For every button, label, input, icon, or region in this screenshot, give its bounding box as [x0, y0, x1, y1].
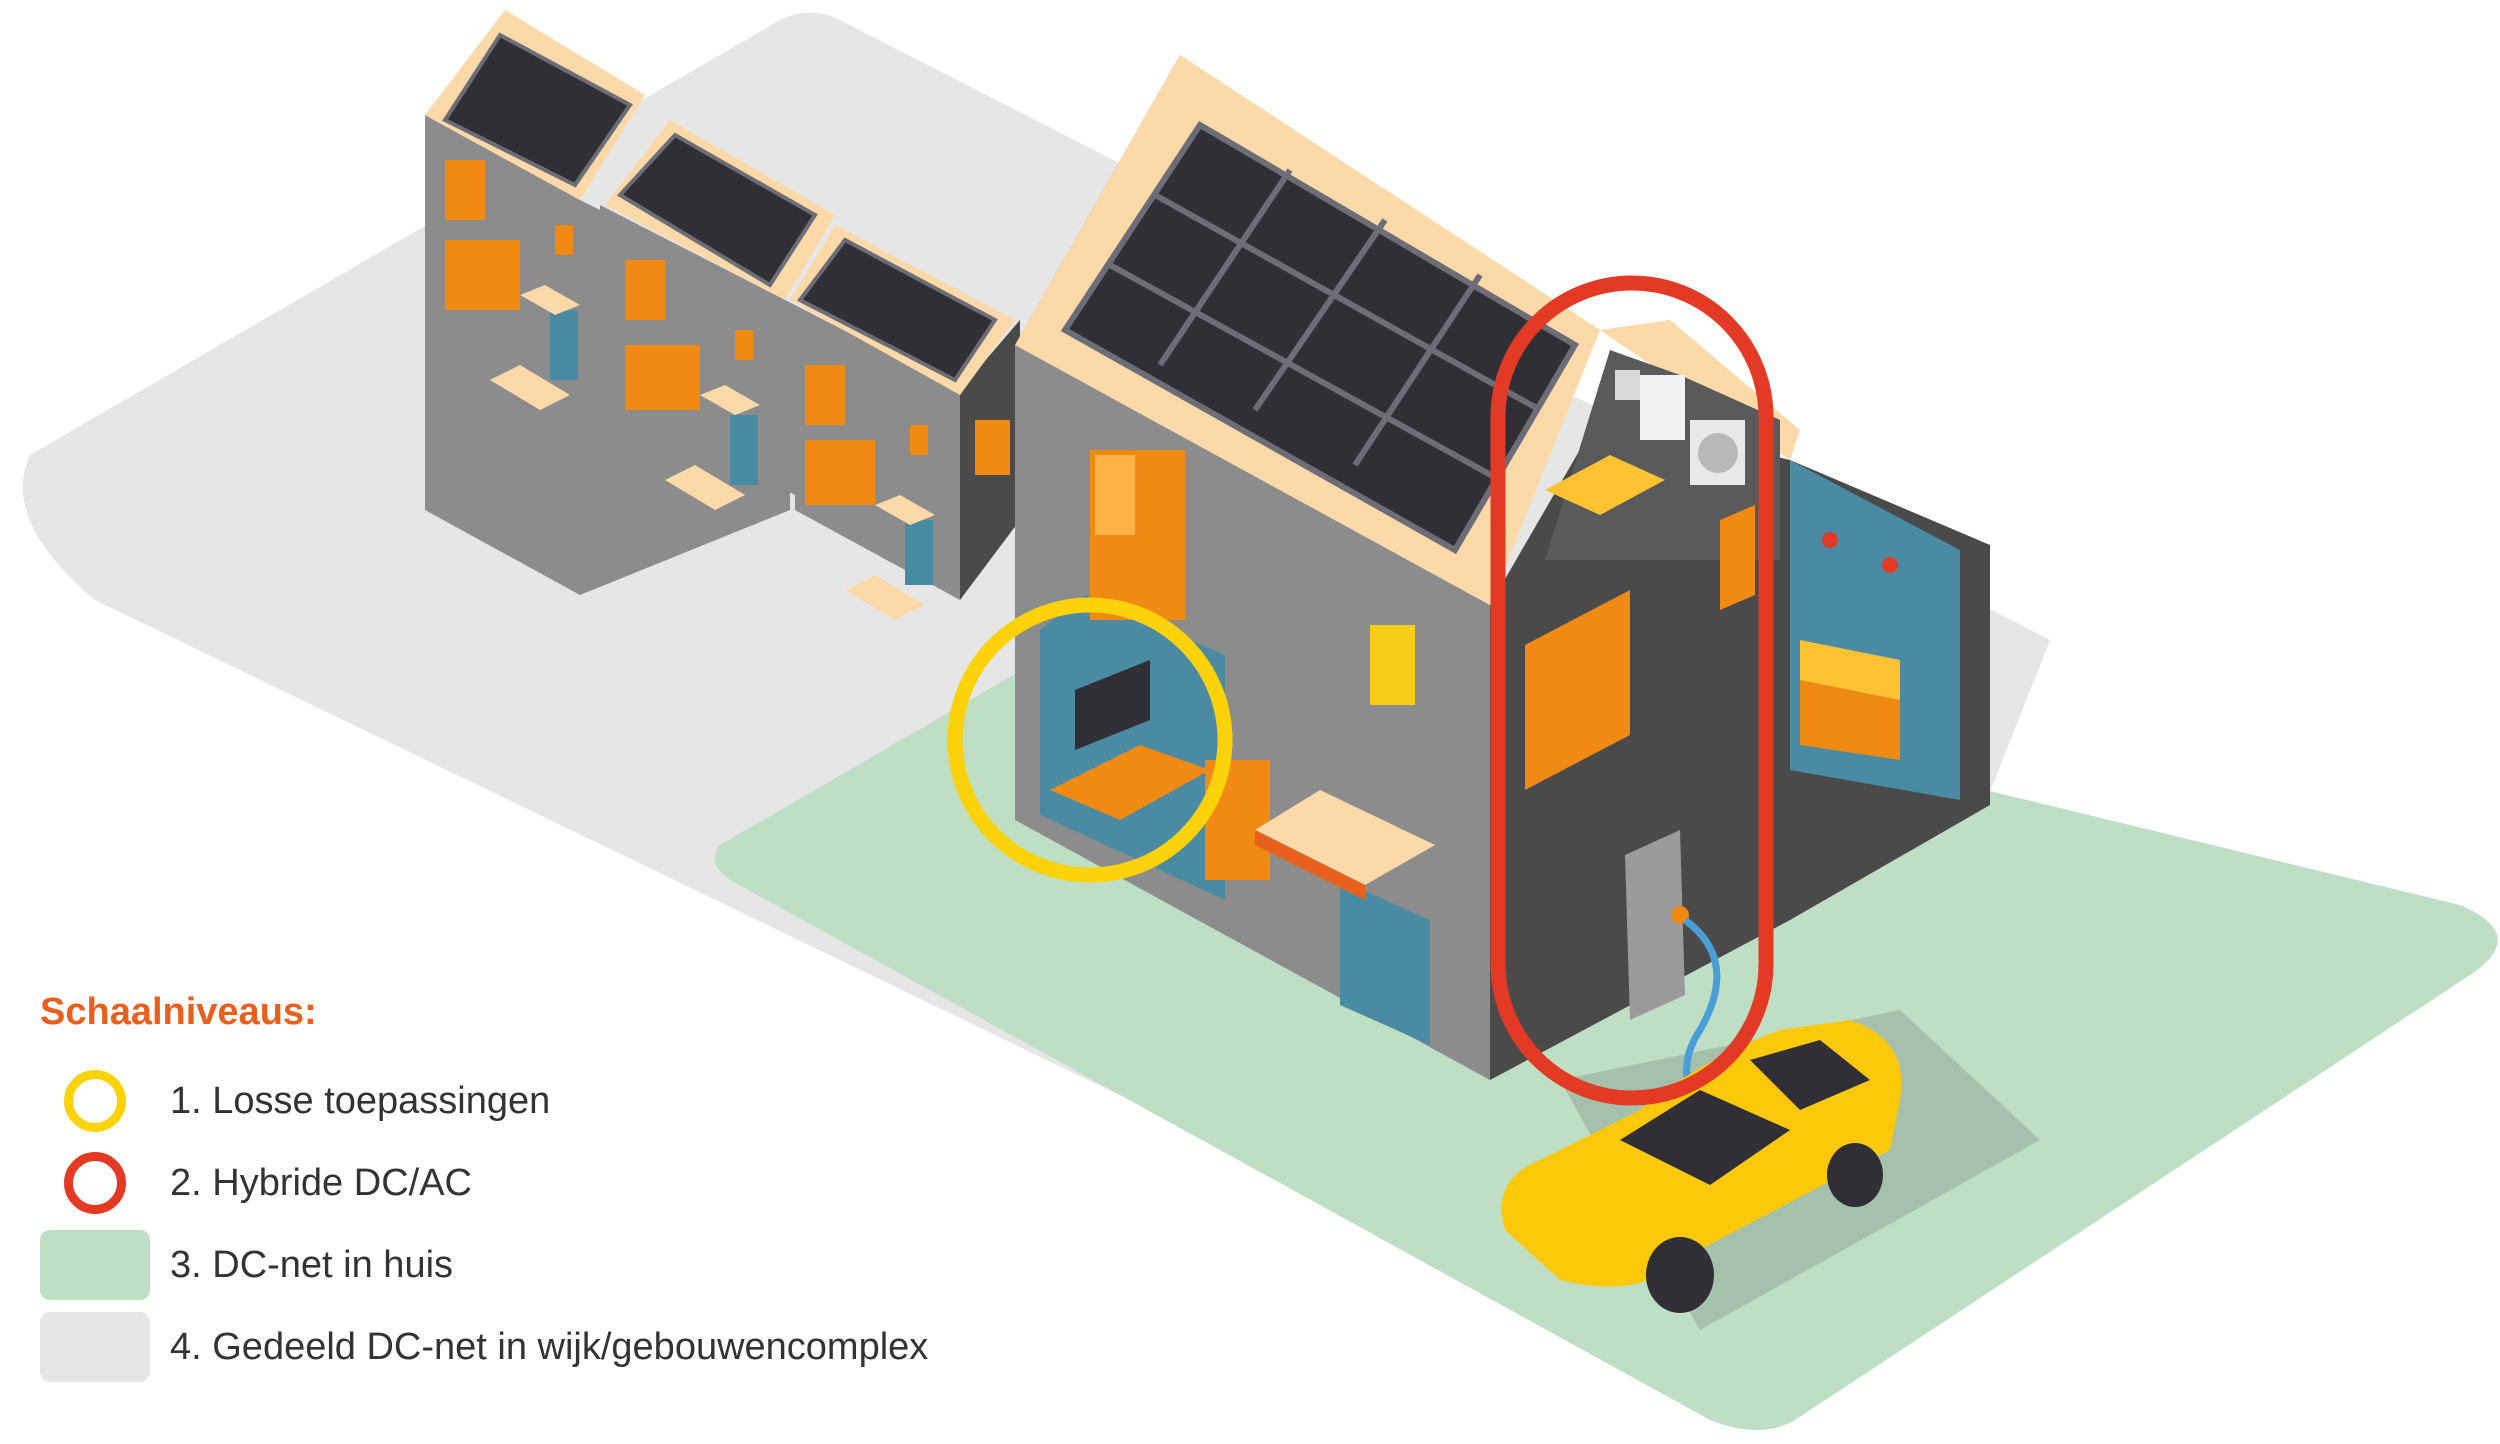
solar-panel-icon — [616, 132, 818, 288]
grey-swatch — [40, 1312, 150, 1382]
legend-item-level-3: 3. DC-net in huis — [40, 1224, 1140, 1306]
charging-station-icon — [1625, 830, 1685, 1020]
solar-panel-icon — [796, 237, 998, 383]
red-ring-icon — [64, 1152, 126, 1214]
legend-item-level-2: 2. Hybride DC/AC — [40, 1142, 1140, 1224]
level-1-ring — [947, 597, 1233, 883]
electric-car-icon — [1501, 1020, 1902, 1313]
tv-icon — [1075, 660, 1150, 750]
legend-item-level-1: 1. Losse toepassingen — [40, 1060, 1140, 1142]
terraced-houses — [425, 10, 1020, 620]
solar-panel-icon — [442, 32, 633, 188]
legend: Schaalniveaus: 1. Losse toepassingen 2. … — [40, 990, 1140, 1388]
green-swatch — [40, 1230, 150, 1300]
legend-label: 3. DC-net in huis — [170, 1243, 454, 1286]
legend-item-level-4: 4. Gedeeld DC-net in wijk/gebouwencomple… — [40, 1306, 1140, 1388]
legend-title: Schaalniveaus: — [40, 991, 317, 1033]
solar-panel-icon — [1060, 120, 1580, 555]
legend-label: 2. Hybride DC/AC — [170, 1161, 472, 1204]
yellow-ring-icon — [64, 1070, 126, 1132]
battery-icon — [1545, 455, 1665, 515]
level-2-ring — [1490, 275, 1774, 1106]
legend-label: 4. Gedeeld DC-net in wijk/gebouwencomple… — [170, 1325, 929, 1368]
main-house — [1015, 55, 1990, 1092]
legend-label: 1. Losse toepassingen — [170, 1079, 551, 1122]
